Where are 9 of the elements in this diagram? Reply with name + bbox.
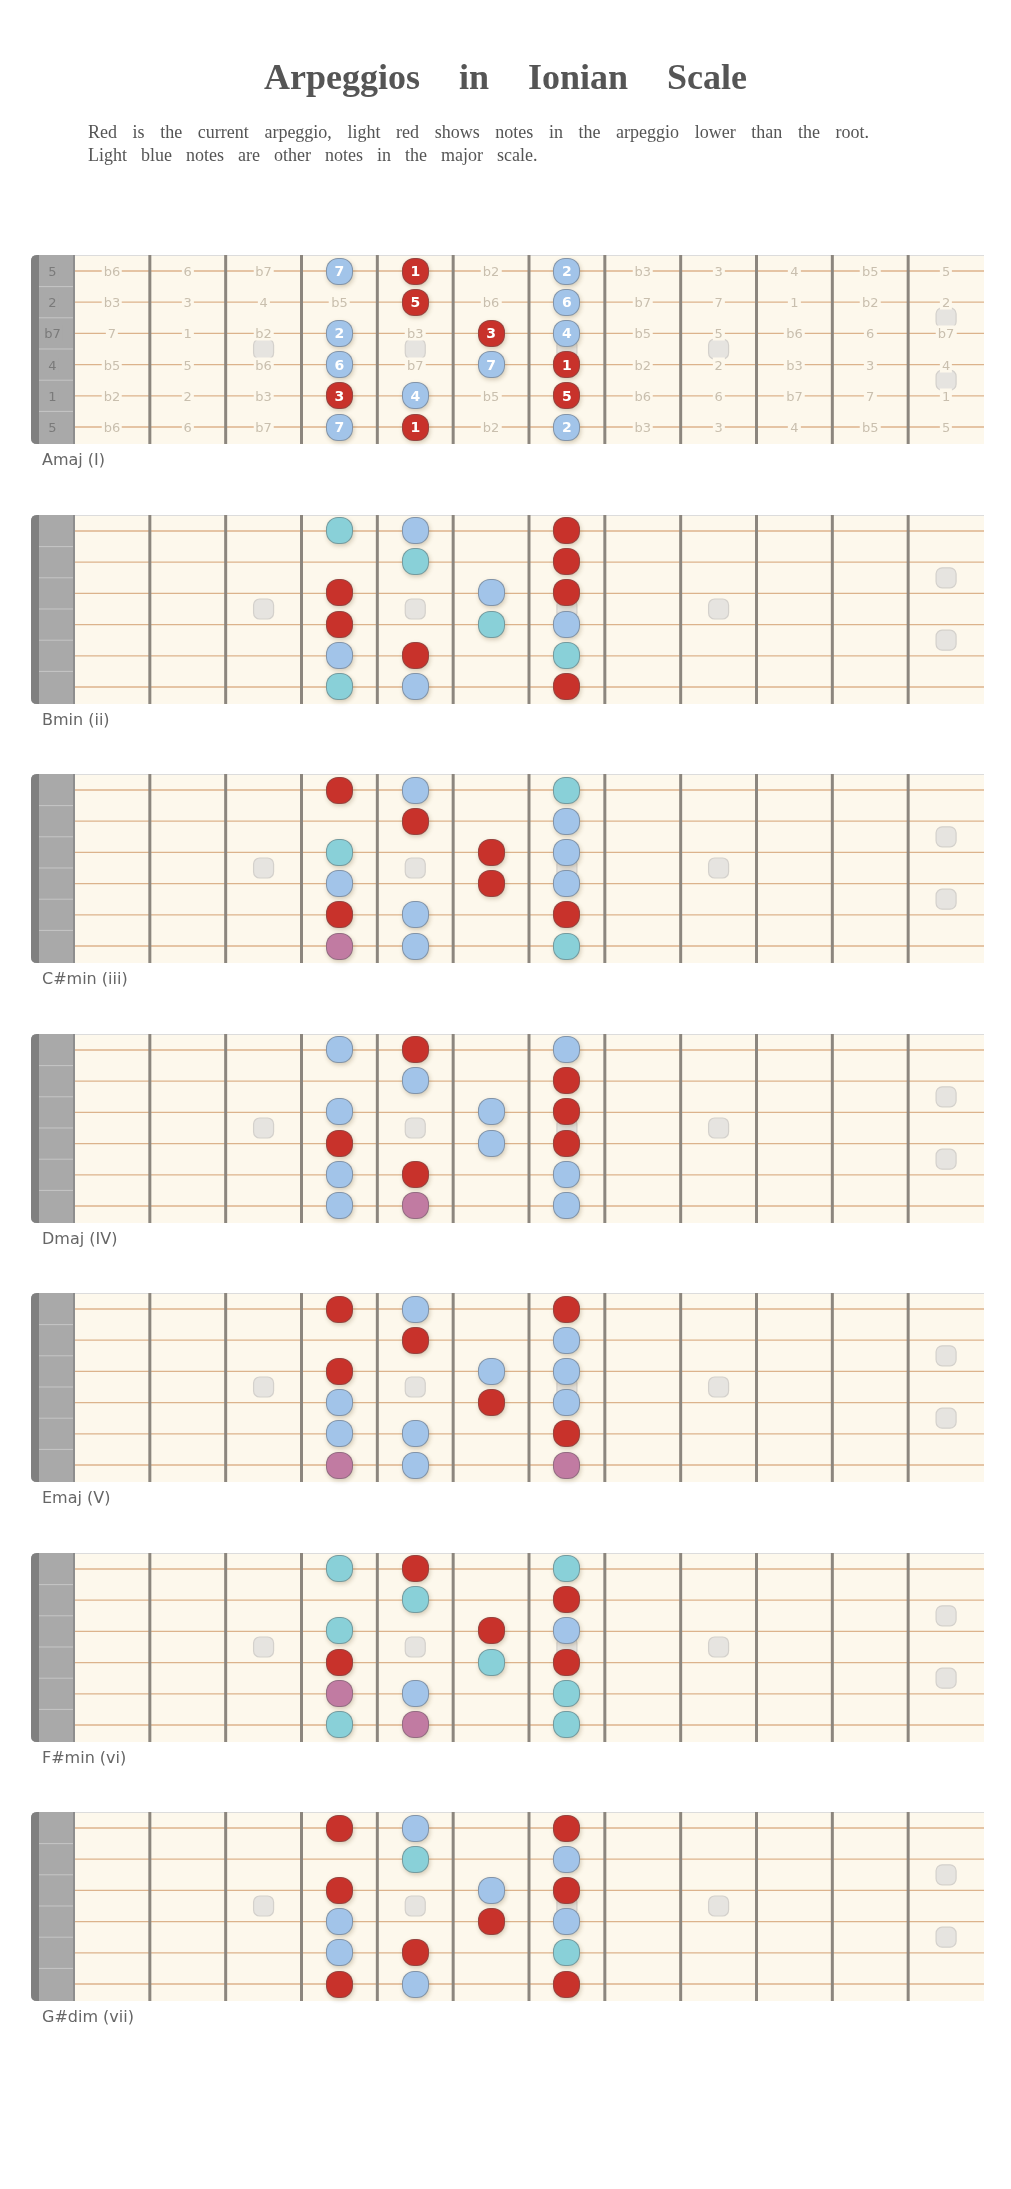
chord-name: G#dim (vii) [42,2007,134,2027]
chord-name: Emaj (V) [42,1488,111,1508]
chord-name: Amaj (I) [42,450,106,470]
chord-name: C#min (iii) [42,969,128,989]
chord-name: Dmaj (IV) [42,1228,118,1249]
description-text: Red is the current arpeggio, light red shows notes in the arpeggio lower than the root. Light blue notes are other notes in the major scale. [88,121,869,167]
chord-name: F#min (vi) [42,1747,127,1768]
title: Arpeggios in Ionian Scale [262,56,748,99]
chord-name: Bmin (ii) [42,709,110,730]
